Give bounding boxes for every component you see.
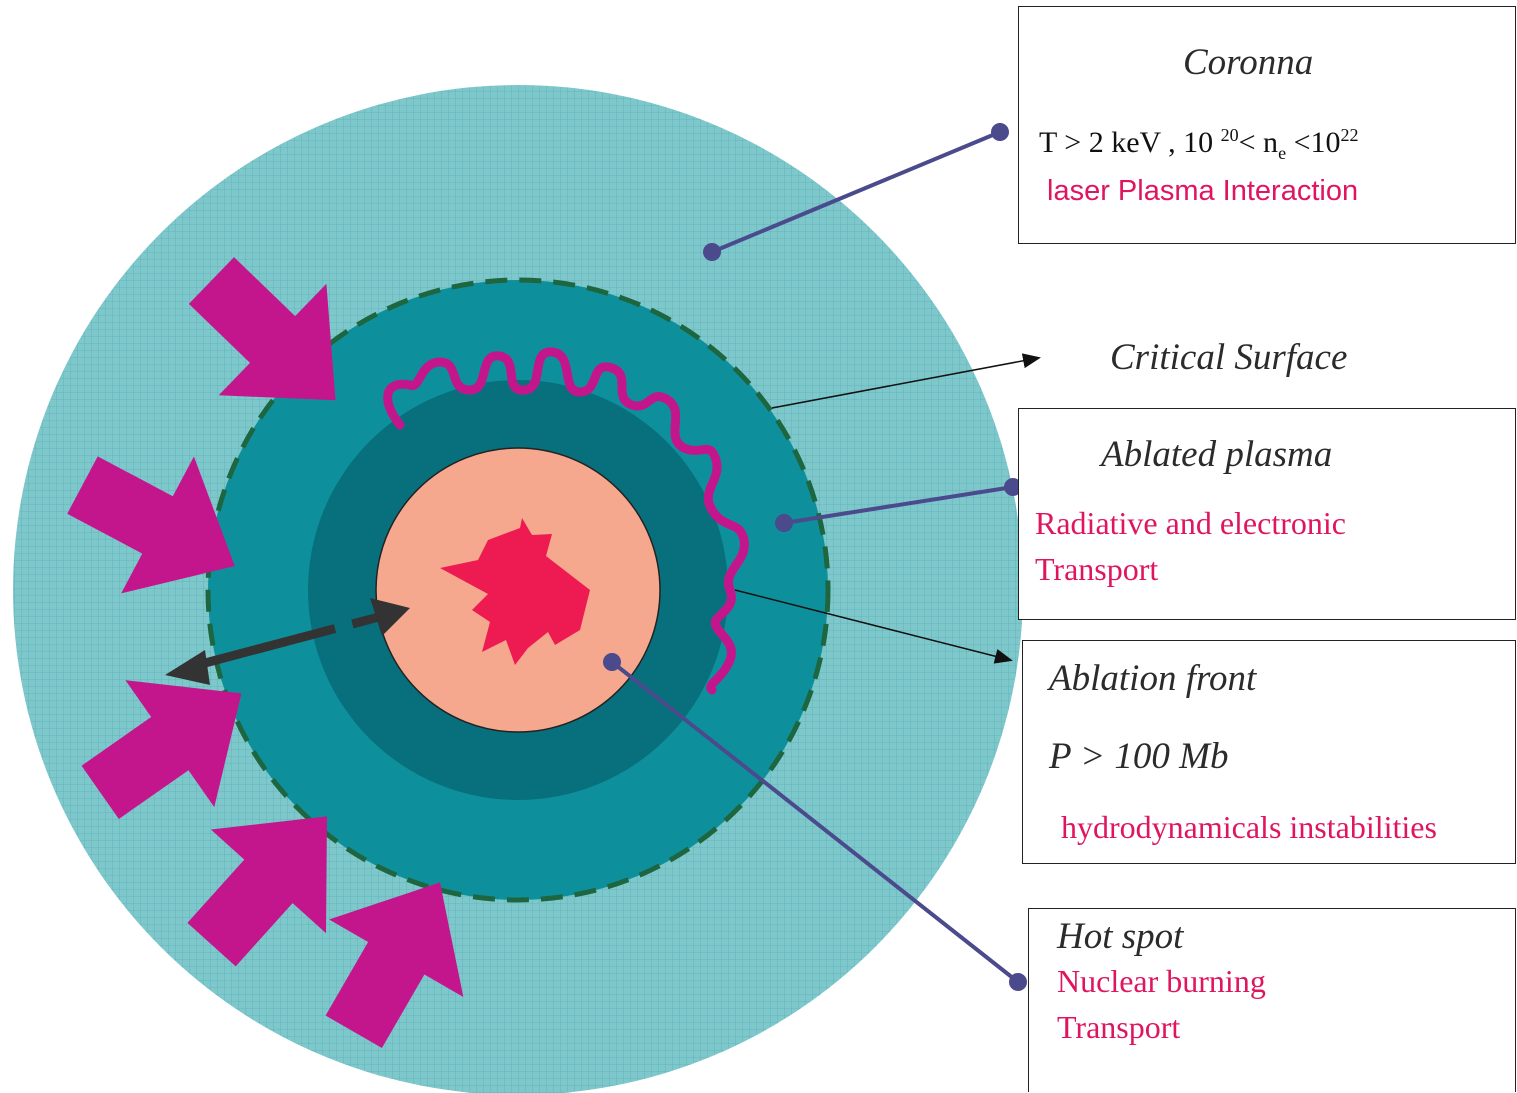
- hot-spot-line-1: Nuclear burning: [1057, 963, 1266, 1000]
- corona-formula: T > 2 keV , 10 20< ne <1022: [1039, 125, 1358, 164]
- ablation-front-label-box: Ablation front P > 100 Mb hydrodynamical…: [1022, 640, 1516, 864]
- ablated-plasma-title: Ablated plasma: [1101, 433, 1332, 476]
- corona-title: Coronna: [1183, 41, 1313, 84]
- corona-label-box: Coronna T > 2 keV , 10 20< ne <1022 lase…: [1018, 6, 1516, 244]
- ablation-front-description: hydrodynamicals instabilities: [1061, 809, 1437, 846]
- ablated-plasma-label-box: Ablated plasma Radiative and electronic …: [1018, 408, 1516, 620]
- ablation-front-title: Ablation front: [1049, 657, 1256, 700]
- ablated-plasma-line-1: Radiative and electronic: [1035, 505, 1346, 542]
- ablation-front-pressure: P > 100 Mb: [1049, 735, 1228, 778]
- corona-description: laser Plasma Interaction: [1047, 175, 1358, 208]
- hot-spot-line-2: Transport: [1057, 1009, 1180, 1046]
- ablated-plasma-line-2: Transport: [1035, 551, 1158, 588]
- critical-surface-title: Critical Surface: [1110, 336, 1347, 379]
- hot-spot-label-box: Hot spot Nuclear burning Transport: [1028, 908, 1516, 1092]
- hot-spot-title: Hot spot: [1057, 915, 1183, 958]
